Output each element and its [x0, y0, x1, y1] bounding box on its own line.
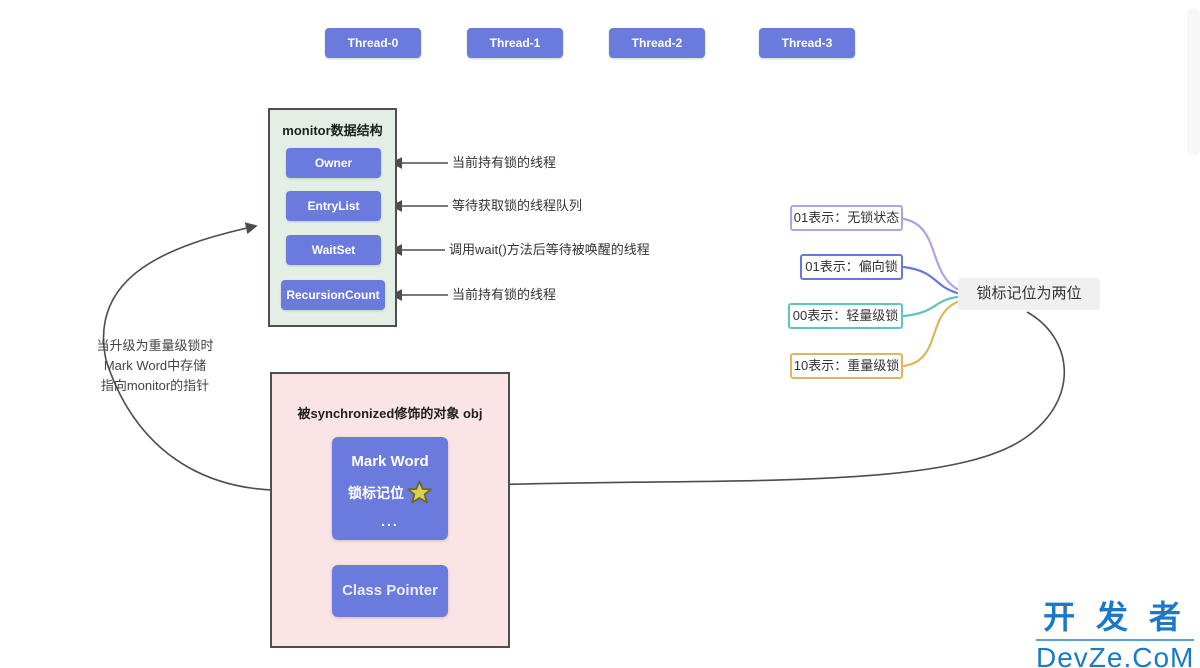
annotation-owner: 当前持有锁的线程: [452, 155, 557, 170]
mark-word-box: Mark Word 锁标记位 ...: [332, 437, 448, 540]
watermark-domain: DevZe.CoM: [1036, 642, 1195, 668]
monitor-field-entrylist: EntryList: [286, 191, 381, 221]
site-watermark[interactable]: 开 发 者 DevZe.CoM: [1036, 592, 1194, 668]
monitor-field-owner: Owner: [286, 148, 381, 178]
connector-state-biased: [902, 265, 959, 295]
mark-word-label: Mark Word: [351, 453, 429, 470]
state-box-nolock: 01表示：无锁状态: [790, 205, 903, 231]
thread-1-box: Thread-1: [467, 28, 563, 58]
connector-state-nolock: [902, 217, 959, 291]
lock-flag-bits-label: 锁标记位: [348, 484, 404, 501]
upgrade-note-line1: 当升级为重量级锁时: [96, 338, 214, 353]
state-box-heavyweight: 10表示：重量级锁: [790, 353, 903, 379]
thread-0-box: Thread-0: [325, 28, 421, 58]
annotation-recursioncount: 当前持有锁的线程: [452, 287, 557, 302]
connector-state-heavyweight: [902, 300, 959, 368]
lock-flag-node: 锁标记位为两位: [958, 278, 1100, 310]
curve-node-to-star: [454, 311, 1066, 492]
upgrade-note: 当升级为重量级锁时 Mark Word中存储 指向monitor的指针: [55, 336, 255, 396]
annotation-waitset: 调用wait()方法后等待被唤醒的线程: [449, 242, 650, 257]
monitor-title: monitor数据结构: [282, 123, 383, 138]
monitor-field-waitset: WaitSet: [286, 235, 381, 265]
mark-word-ellipsis: ...: [381, 513, 399, 529]
class-pointer-box: Class Pointer: [332, 565, 448, 617]
state-box-biased: 01表示：偏向锁: [800, 254, 903, 280]
upgrade-note-line3: 指向monitor的指针: [100, 378, 210, 393]
monitor-field-recursioncount: RecursionCount: [281, 280, 385, 310]
thread-3-box: Thread-3: [759, 28, 855, 58]
star-icon: [407, 480, 432, 504]
watermark-cn: 开 发 者: [1036, 592, 1194, 641]
object-panel-title: 被synchronized修饰的对象 obj: [297, 406, 483, 421]
upgrade-note-line2: Mark Word中存储: [103, 358, 207, 373]
state-box-lightweight: 00表示：轻量级锁: [788, 303, 903, 329]
connector-state-lightweight: [902, 295, 959, 318]
scrollbar-thumb[interactable]: [1187, 8, 1200, 156]
thread-2-box: Thread-2: [609, 28, 705, 58]
annotation-entrylist: 等待获取锁的线程队列: [452, 198, 583, 213]
